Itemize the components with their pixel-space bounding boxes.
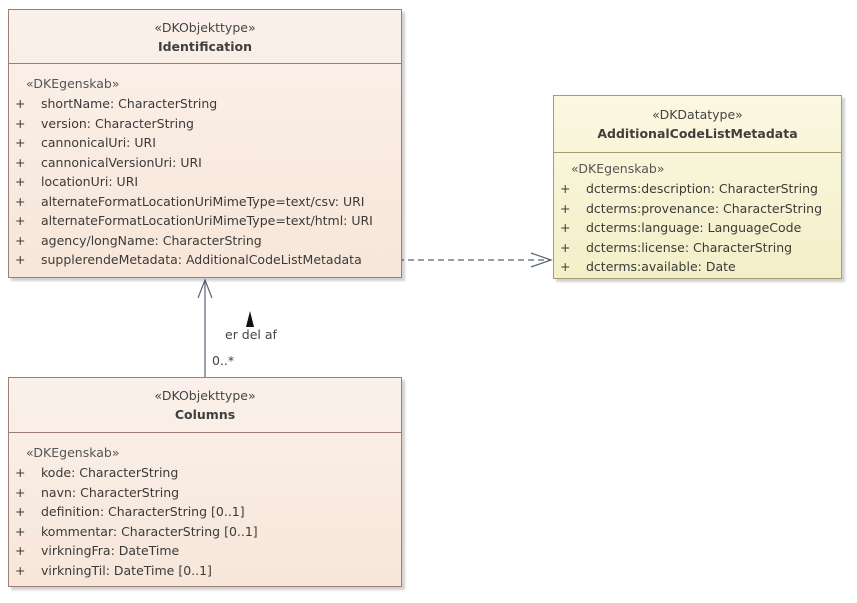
attribute-text: cannonicalVersionUri: URI (41, 154, 202, 170)
attribute-text: kommentar: CharacterString [0..1] (41, 523, 258, 539)
association-connector[interactable] (197, 278, 213, 377)
attribute-row[interactable]: + cannonicalUri: URI (9, 133, 401, 153)
dependency-arrowhead (530, 252, 553, 268)
attribute-row[interactable]: + virkningFra: DateTime (9, 541, 401, 561)
attribute-text: alternateFormatLocationUriMimeType=text/… (41, 193, 365, 209)
visibility-marker: + (15, 252, 26, 267)
visibility-marker: + (560, 239, 571, 255)
visibility-marker: + (560, 200, 571, 216)
class-stereotype: «DKObjekttype» (154, 388, 256, 403)
attribute-compartment: «DKEgenskab» + dcterms:description: Chara… (554, 153, 841, 277)
attribute-row[interactable]: + navn: CharacterString (9, 483, 401, 503)
attribute-text: supplerendeMetadata: AdditionalCodeListM… (41, 252, 362, 267)
class-identification[interactable]: «DKObjekttype» Identification «DKEgenska… (8, 9, 402, 278)
attribute-text: dcterms:available: Date (586, 259, 736, 274)
attribute-row[interactable]: + alternateFormatLocationUriMimeType=text… (9, 192, 401, 212)
class-name: AdditionalCodeListMetadata (597, 126, 798, 141)
visibility-marker: + (15, 484, 26, 500)
attribute-row[interactable]: + dcterms:provenance: CharacterString (554, 199, 841, 219)
attribute-list: + kode: CharacterString + navn: CharacterSt… (9, 463, 401, 580)
attribute-list: + dcterms:description: CharacterString + dc… (554, 179, 841, 277)
attribute-row[interactable]: + cannonicalVersionUri: URI (9, 153, 401, 173)
class-stereotype: «DKDatatype» (652, 107, 743, 122)
class-header: «DKObjekttype» Columns (9, 378, 401, 433)
attribute-text: dcterms:license: CharacterString (586, 239, 793, 255)
attribute-row[interactable]: + alternateFormatLocationUriMimeType=text… (9, 211, 401, 231)
attribute-text: alternateFormatLocationUriMimeType=text/… (41, 213, 373, 228)
visibility-marker: + (15, 154, 26, 170)
association-multiplicity-label: 0..* (212, 353, 235, 368)
attribute-text: dcterms:provenance: CharacterString (586, 200, 823, 216)
dependency-connector[interactable] (384, 252, 553, 268)
attribute-text: virkningFra: DateTime (41, 543, 180, 558)
visibility-marker: + (15, 115, 26, 131)
visibility-marker: + (15, 543, 26, 558)
attribute-text: locationUri: URI (41, 174, 139, 189)
class-additional-code-list-metadata[interactable]: «DKDatatype» AdditionalCodeListMetadata … (553, 95, 842, 279)
class-header: «DKObjekttype» Identification (9, 10, 401, 64)
attribute-text: agency/longName: CharacterString (41, 232, 262, 248)
attribute-text: cannonicalUri: URI (41, 135, 156, 150)
attribute-row[interactable]: + supplerendeMetadata: AdditionalCodeList… (9, 250, 401, 270)
visibility-marker: + (15, 562, 26, 578)
attribute-row[interactable]: + virkningTil: DateTime [0..1] (9, 561, 401, 581)
attribute-list: + shortName: CharacterString + version: Cha… (9, 94, 401, 270)
attribute-row[interactable]: + kommentar: CharacterString [0..1] (9, 522, 401, 542)
visibility-marker: + (15, 174, 26, 189)
attribute-row[interactable]: + dcterms:language: LanguageCode (554, 218, 841, 238)
section-stereotype: «DKEgenskab» (571, 161, 665, 176)
attribute-text: shortName: CharacterString (41, 96, 218, 111)
section-stereotype: «DKEgenskab» (26, 76, 120, 91)
visibility-marker: + (15, 96, 26, 111)
association-arrowhead (197, 278, 213, 299)
visibility-marker: + (15, 213, 26, 228)
attribute-compartment: «DKEgenskab» + kode: CharacterString + navn… (9, 433, 401, 580)
attribute-text: kode: CharacterString (41, 465, 179, 480)
attribute-text: dcterms:language: LanguageCode (586, 220, 802, 235)
association-role-label: er del af (225, 327, 277, 342)
section-stereotype: «DKEgenskab» (26, 445, 120, 460)
class-name: Identification (157, 39, 253, 54)
visibility-marker: + (560, 181, 571, 196)
attribute-text: virkningTil: DateTime [0..1] (41, 562, 212, 578)
class-columns[interactable]: «DKObjekttype» Columns «DKEgenskab» + kod… (8, 377, 402, 587)
attribute-text: definition: CharacterString [0..1] (41, 504, 245, 519)
attribute-row[interactable]: + dcterms:license: CharacterString (554, 238, 841, 258)
visibility-marker: + (15, 193, 26, 209)
visibility-marker: + (15, 465, 26, 480)
attribute-row[interactable]: + agency/longName: CharacterString (9, 231, 401, 251)
attribute-row[interactable]: + definition: CharacterString [0..1] (9, 502, 401, 522)
visibility-marker: + (560, 220, 571, 235)
attribute-text: dcterms:description: CharacterString (586, 181, 818, 196)
visibility-marker: + (15, 135, 26, 150)
attribute-compartment: «DKEgenskab» + shortName: CharacterString… (9, 64, 401, 270)
attribute-row[interactable]: + kode: CharacterString (9, 463, 401, 483)
attribute-row[interactable]: + locationUri: URI (9, 172, 401, 192)
visibility-marker: + (15, 504, 26, 519)
attribute-row[interactable]: + dcterms:available: Date (554, 257, 841, 277)
attribute-text: navn: CharacterString (41, 484, 180, 500)
attribute-row[interactable]: + version: CharacterString (9, 114, 401, 134)
direction-triangle-icon (246, 311, 254, 327)
visibility-marker: + (560, 259, 571, 274)
visibility-marker: + (15, 232, 26, 248)
attribute-text: version: CharacterString (41, 115, 194, 131)
class-name: Columns (174, 407, 236, 422)
class-header: «DKDatatype» AdditionalCodeListMetadata (554, 96, 841, 153)
attribute-row[interactable]: + dcterms:description: CharacterString (554, 179, 841, 199)
visibility-marker: + (15, 523, 26, 539)
class-stereotype: «DKObjekttype» (154, 20, 256, 35)
attribute-row[interactable]: + shortName: CharacterString (9, 94, 401, 114)
